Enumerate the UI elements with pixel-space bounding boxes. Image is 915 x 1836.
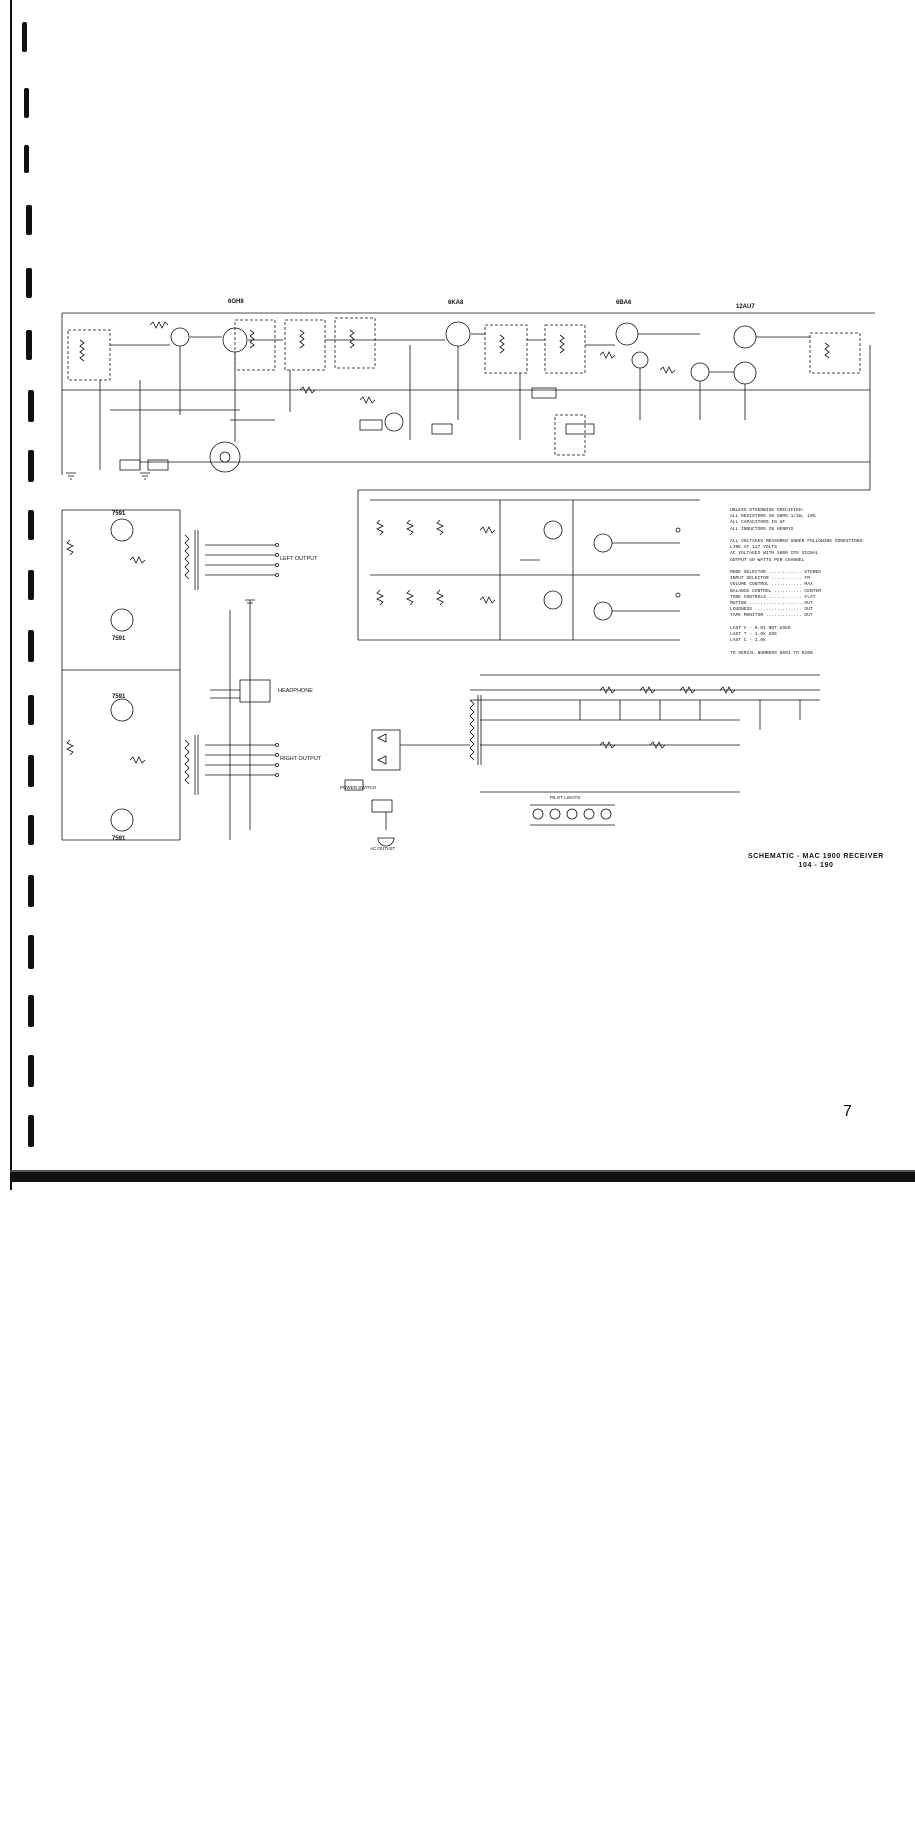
pilot-lights-label: PILOT LIGHTS bbox=[550, 795, 581, 800]
schematic-notes: UNLESS OTHERWISE SPECIFIED: ALL RESISTOR… bbox=[730, 508, 900, 657]
tube-label-v8: 6BA6 bbox=[616, 300, 632, 306]
note-line: TO SERIAL NUMBERS 6001 TO 6200 bbox=[730, 650, 813, 656]
note-line: MODE SELECTOR ............ STEREO bbox=[730, 570, 821, 576]
power-switch-label: POWER SWITCH bbox=[340, 785, 376, 790]
note-line: AC VOLTAGES WITH 1000 CPS SIGNAL bbox=[730, 551, 819, 557]
title-line-1: SCHEMATIC - MAC 1900 RECEIVER bbox=[748, 853, 884, 860]
tube-label-v11b: 7591 bbox=[112, 836, 126, 842]
page-edge bbox=[10, 1170, 915, 1182]
note-line: LAST T - 1.0k USE bbox=[730, 632, 777, 638]
preamp-section bbox=[357, 489, 870, 641]
top-rf-section bbox=[61, 312, 875, 490]
tube-label-v5: 6GH8 bbox=[228, 299, 244, 305]
note-line: ALL VOLTAGES MEASURED UNDER FOLLOWING CO… bbox=[730, 539, 866, 545]
tube-label-v7: 7591 bbox=[112, 511, 126, 517]
page-number: 7 bbox=[843, 1103, 852, 1120]
tube-label-v11: 7591 bbox=[112, 694, 126, 700]
right-output-label: RIGHT OUTPUT bbox=[280, 756, 322, 762]
note-line: ALL INDUCTORS IN HENRYS bbox=[730, 526, 794, 532]
note-line: LAST V - 0.01 NOT USED bbox=[730, 625, 791, 631]
note-line: LINE AT 117 VOLTS bbox=[730, 545, 777, 551]
left-output-label: LEFT OUTPUT bbox=[280, 556, 318, 562]
note-line: LOUDNESS ................. OUT bbox=[730, 607, 813, 613]
power-supply-section bbox=[344, 674, 820, 847]
note-line: ALL CAPACITORS IN UF bbox=[730, 520, 786, 526]
tube-label-v6: 6KA8 bbox=[448, 300, 464, 306]
note-line: UNLESS OTHERWISE SPECIFIED: bbox=[730, 508, 805, 513]
headphone-label: HEADPHONE bbox=[278, 688, 313, 694]
binding-marks bbox=[10, 0, 34, 1190]
power-amp-section bbox=[61, 509, 279, 841]
tube-label-v10: 12AU7 bbox=[736, 304, 755, 310]
ac-outlet-label: AC OUTLET bbox=[370, 846, 396, 851]
tube-label-v7b: 7591 bbox=[112, 636, 126, 642]
title-line-2: 104 - 190 bbox=[798, 862, 834, 869]
note-line: TONE CONTROLS ............ FLAT bbox=[730, 594, 816, 600]
note-line: ALL RESISTORS IN OHMS 1/2W, 10% bbox=[730, 514, 816, 520]
schematic-title: SCHEMATIC - MAC 1900 RECEIVER 104 - 190 bbox=[748, 852, 884, 870]
note-line: VOLUME CONTROL ........... MAX bbox=[730, 582, 813, 588]
note-line: LAST C - 1.0k bbox=[730, 638, 766, 644]
note-line: BALANCE CONTROL .......... CENTER bbox=[730, 588, 821, 594]
note-line: INPUT SELECTOR ........... FM bbox=[730, 576, 810, 582]
note-line: TAPE MONITOR ............. OUT bbox=[730, 613, 813, 619]
note-line: OUTPUT 50 WATTS PER CHANNEL bbox=[730, 557, 805, 563]
note-line: MUTING ................... OUT bbox=[730, 601, 813, 607]
